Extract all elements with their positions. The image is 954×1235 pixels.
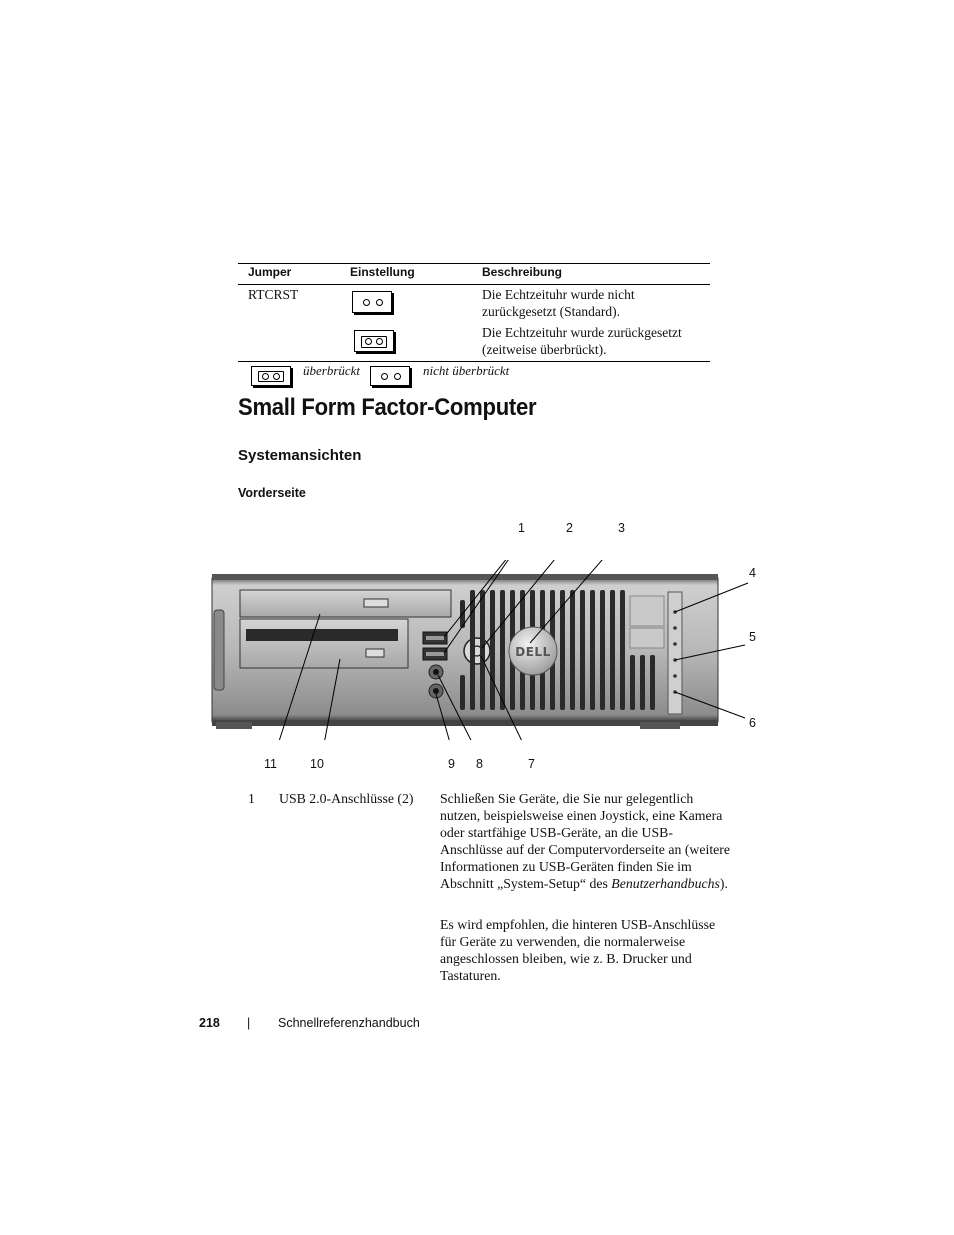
col-header-jumper: Jumper <box>248 265 292 279</box>
jumper-bridged-icon <box>354 330 394 352</box>
para-1-italic: Benutzerhandbuchs <box>611 876 720 891</box>
section-heading: Systemansichten <box>238 447 362 464</box>
jumper-open-icon <box>352 291 392 313</box>
subsection-heading: Vorderseite <box>238 486 306 500</box>
footer-doc-title: Schnellreferenzhandbuch <box>278 1016 420 1030</box>
jumper-name: RTCRST <box>248 287 299 302</box>
col-header-description: Beschreibung <box>482 265 563 279</box>
item-description-para-2: Es wird empfohlen, die hinteren USB-Ansc… <box>440 917 716 983</box>
page-title: Small Form Factor-Computer <box>238 394 537 421</box>
legend-not-bridged-label: nicht überbrückt <box>423 363 510 378</box>
callout-3: 3 <box>618 521 625 535</box>
legend-bridged-label: überbrückt <box>303 363 361 378</box>
para-1-end: ). <box>719 876 728 891</box>
table-header-rule <box>238 284 710 285</box>
page-number: 218 <box>199 1016 220 1030</box>
callout-6: 6 <box>749 716 756 730</box>
callout-7: 7 <box>528 757 535 771</box>
dell-logo: DELL <box>515 645 550 659</box>
para-1-text: Schließen Sie Geräte, die Sie nur gelege… <box>440 791 731 891</box>
callout-10: 10 <box>310 757 324 771</box>
callout-5: 5 <box>749 630 756 644</box>
callout-8: 8 <box>476 757 483 771</box>
callout-2: 2 <box>566 521 573 535</box>
callout-11: 11 <box>264 757 277 771</box>
desc-not-reset: Die Echtzeituhr wurde nicht zurückgesetz… <box>482 287 635 319</box>
legend-bridged-icon <box>251 366 291 386</box>
table-top-rule <box>238 263 710 264</box>
footer-separator: | <box>247 1016 251 1030</box>
legend-open-icon <box>370 366 410 386</box>
col-header-setting: Einstellung <box>350 265 415 279</box>
callout-9: 9 <box>448 757 455 771</box>
computer-front-illustration: DELL <box>211 560 749 740</box>
item-description-para-1: Schließen Sie Geräte, die Sie nur gelege… <box>440 790 734 892</box>
table-bottom-rule <box>238 361 710 362</box>
callout-4: 4 <box>749 566 756 580</box>
desc-reset: Die Echtzeituhr wurde zurückgesetzt (zei… <box>482 325 682 357</box>
item-number: 1 <box>248 791 255 806</box>
callout-1: 1 <box>518 521 525 535</box>
item-name: USB 2.0-Anschlüsse (2) <box>279 791 414 806</box>
